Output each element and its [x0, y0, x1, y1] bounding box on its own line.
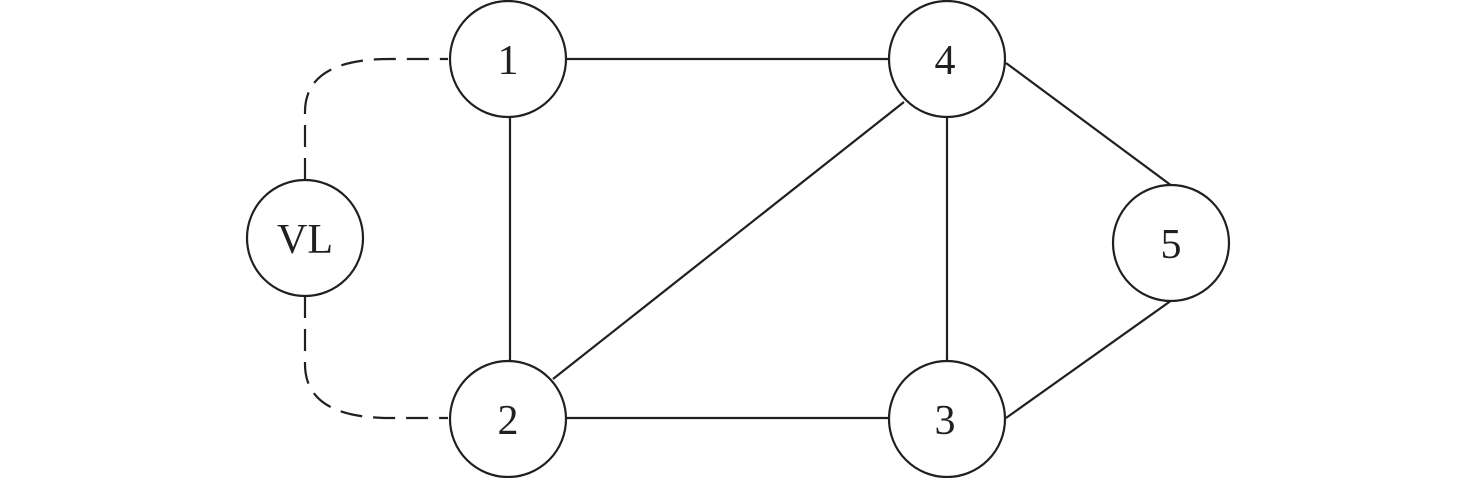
- node-3-circle: [887, 359, 1007, 478]
- edges-layer: [303, 57, 1173, 420]
- node-1-label: 1: [498, 38, 519, 84]
- node-1: 1: [448, 0, 568, 119]
- nodes-layer: 1 2 3 4 5 VL: [245, 0, 1231, 478]
- node-5-circle: [1111, 183, 1231, 303]
- node-vl: VL: [245, 178, 365, 298]
- edge-vl-1-dashed: [303, 57, 448, 180]
- node-5-label: 5: [1161, 222, 1182, 268]
- node-3-label: 3: [935, 398, 956, 444]
- node-2-circle: [448, 359, 568, 478]
- node-4-label: 4: [935, 38, 956, 84]
- node-5: 5: [1111, 183, 1231, 303]
- node-4: 4: [887, 0, 1007, 119]
- node-3: 3: [887, 359, 1007, 478]
- edge-3-5: [1005, 299, 1173, 419]
- node-vl-circle: [245, 178, 365, 298]
- node-1-circle: [448, 0, 568, 119]
- node-2-label: 2: [498, 398, 519, 444]
- node-2: 2: [448, 359, 568, 478]
- edge-vl-2-dashed: [303, 296, 448, 420]
- node-4-circle: [887, 0, 1007, 119]
- node-vl-label: VL: [277, 217, 333, 263]
- edge-4-5: [1005, 62, 1173, 187]
- edge-2-4: [552, 101, 905, 380]
